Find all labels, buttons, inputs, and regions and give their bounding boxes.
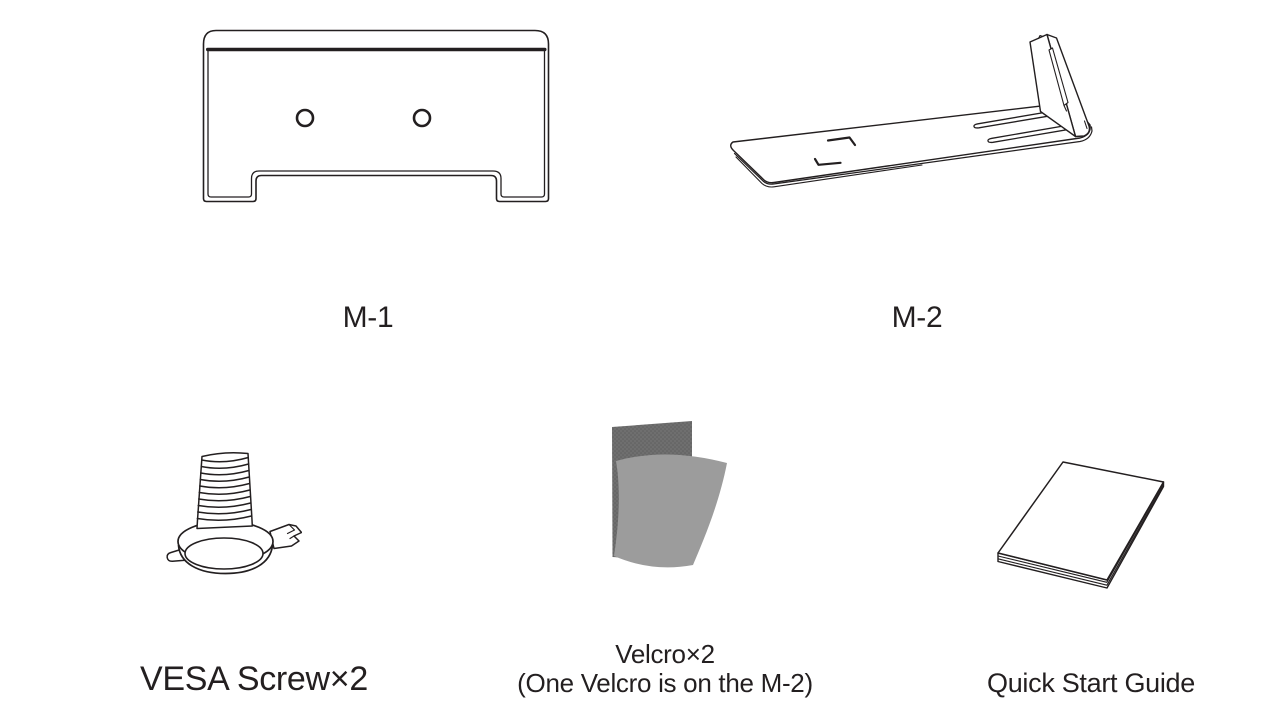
m2-slot-upper [973,109,1061,129]
quick-start-guide-illustration [997,461,1165,589]
m2-corner-mark-bottom [813,157,842,166]
quick-start-guide-label: Quick Start Guide [987,668,1195,698]
m2-label: M-2 [891,301,943,334]
vesa-screw-figure [162,450,302,580]
m1-inner-outline [207,50,546,198]
velcro-label-line1: Velcro×2 [615,639,715,669]
m1-label: M-1 [342,301,394,334]
screw-head-dome [184,537,264,570]
screw-right-tab-notch [286,523,296,540]
m2-upright-clip-strip [1048,47,1069,107]
velcro-label: Velcro×2 (One Velcro is on the M-2) [517,640,813,698]
velcro-label-line2: (One Velcro is on the M-2) [517,668,813,698]
velcro-front-strip [614,454,727,568]
m2-plate-thickness-line-2 [735,156,923,188]
quick-start-guide-figure [993,452,1173,592]
booklet-cover [997,461,1165,581]
velcro-figure [606,414,736,574]
screw-right-tab [269,523,302,550]
velcro-illustration [612,421,727,568]
screw-threads [196,456,253,522]
m2-plate-thickness-line [733,126,1093,185]
m2-upright-side-face [1046,33,1091,138]
m2-corner-mark-top [826,136,857,147]
m2-upright-top-notch [1037,34,1088,130]
m1-screw-hole-left [295,108,315,128]
m2-slot-lower [987,123,1077,144]
m1-screw-hole-right [412,108,432,128]
m1-bracket-illustration [202,29,550,203]
vesa-screw-label: VESA Screw×2 [140,660,368,698]
vesa-screw-illustration [166,452,302,575]
m1-outer-outline [202,29,550,203]
m2-bracket-illustration [730,33,1093,188]
m1-part-figure [201,28,551,204]
m2-part-figure [722,25,1097,190]
booklet-page-edge-line-2 [997,484,1164,586]
m2-upright-front-face [1029,33,1077,138]
